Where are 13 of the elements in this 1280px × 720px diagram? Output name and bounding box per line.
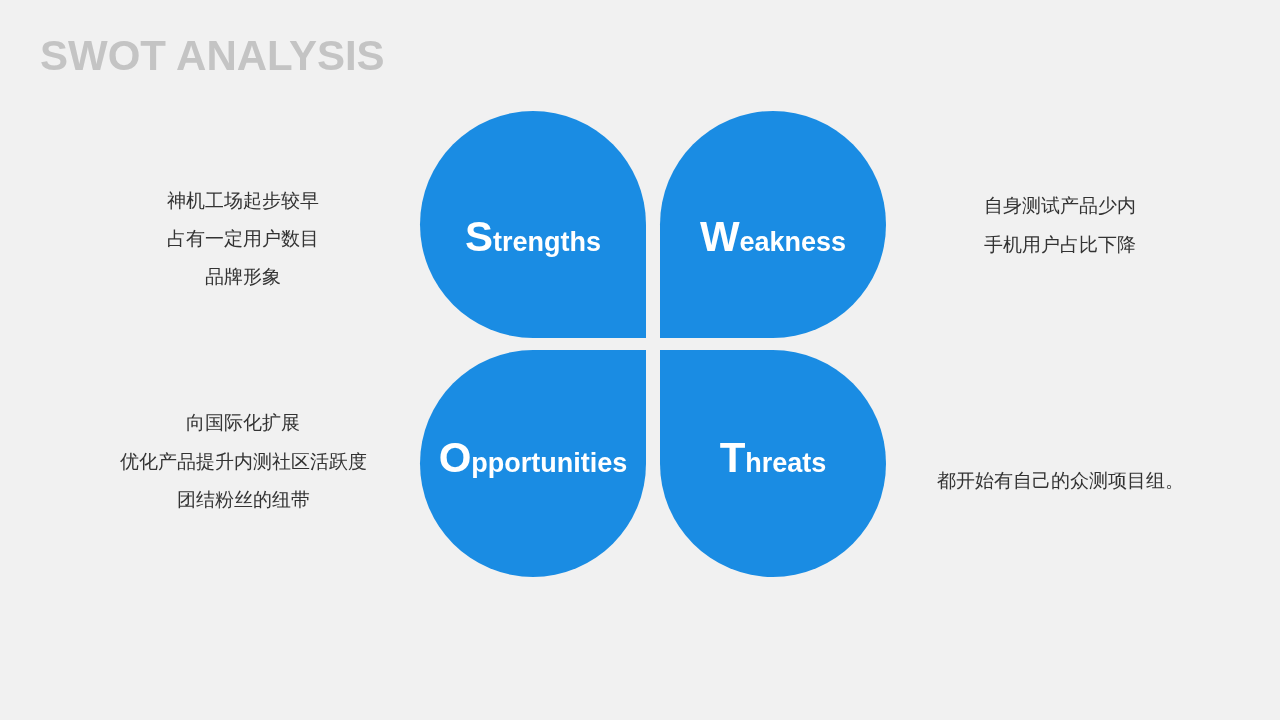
- bullet-text: 自身测试产品少内: [983, 195, 1137, 215]
- bullet-text: 手机用户占比下降: [983, 234, 1137, 254]
- bullet-text: 品牌形象: [204, 266, 282, 286]
- bullet-text: 都开始有自己的众测项目组。: [935, 470, 1185, 490]
- bullet-text: 占有一定用户数目: [166, 228, 320, 248]
- bullet-text: 向国际化扩展: [185, 412, 301, 432]
- petal-label: Weakness: [699, 212, 847, 261]
- bullet-text: 优化产品提升内测社区活跃度: [118, 451, 368, 471]
- petal-label: Opportunities: [438, 433, 628, 482]
- petal-label: Threats: [719, 433, 827, 482]
- bullet-text: 团结粉丝的纽带: [175, 489, 311, 509]
- bullet-text: 神机工场起步较早: [166, 190, 320, 210]
- petal-label: Strengths: [465, 212, 601, 261]
